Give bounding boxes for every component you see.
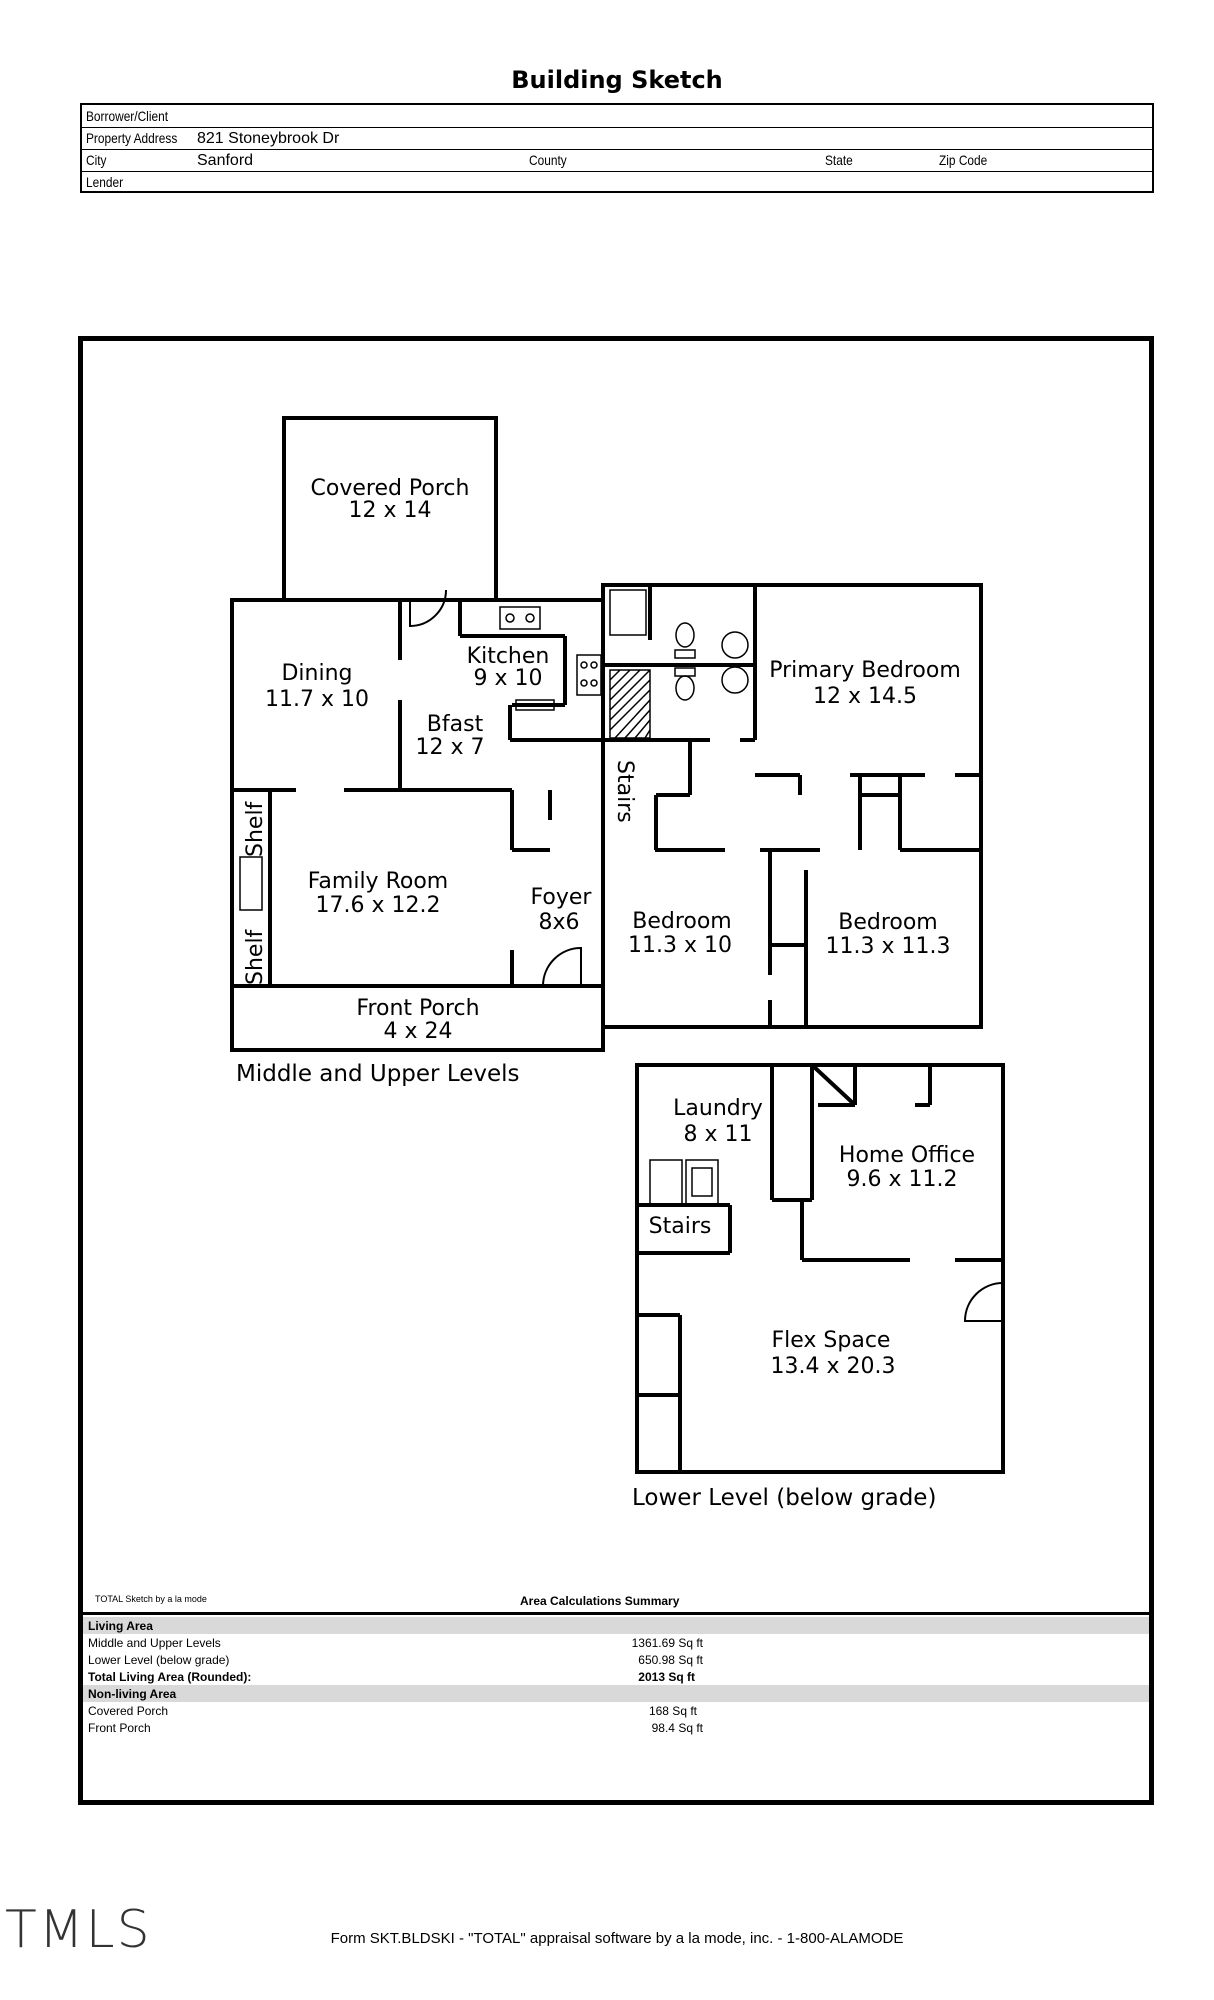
area-row-name: Middle and Upper Levels [88, 1636, 221, 1650]
room-dims-laundry: 8 x 11 [684, 1122, 753, 1147]
room-dims-home-office: 9.6 x 11.2 [847, 1167, 958, 1192]
area-row: Covered Porch 168 Sq ft [83, 1702, 1149, 1719]
room-dims-flex-space: 13.4 x 20.3 [771, 1354, 896, 1379]
address-value: 821 Stoneybrook Dr [197, 130, 340, 147]
area-row: Middle and Upper Levels 1361.69 Sq ft [83, 1634, 1149, 1651]
stairs-lower-label: Stairs [649, 1214, 712, 1239]
county-label: County [529, 152, 567, 168]
area-row-value: 168 Sq ft [648, 1704, 697, 1718]
area-summary-title: Area Calculations Summary [520, 1594, 680, 1608]
room-dims-foyer: 8x6 [538, 910, 579, 935]
lower-level-walls [635, 1063, 1005, 1474]
property-info-table: Borrower/Client Property Address 821 Sto… [80, 103, 1154, 193]
lender-row: Lender [82, 171, 1152, 193]
footer-text: Form SKT.BLDSKI - "TOTAL" appraisal soft… [330, 1930, 904, 1947]
shelf-lower-label: Shelf [243, 928, 268, 985]
stairs-upper-label: Stairs [612, 760, 637, 823]
area-row-value: 650.98 Sq ft [638, 1653, 703, 1667]
floor-plan: Covered Porch 12 x 14 Dining 11.7 x 10 K… [230, 416, 1005, 1511]
area-row-value: 1361.69 Sq ft [631, 1636, 703, 1650]
level-upper-caption: Middle and Upper Levels [236, 1061, 520, 1087]
area-row-name: Front Porch [88, 1721, 151, 1735]
area-row-name: Covered Porch [88, 1704, 169, 1718]
city-value: Sanford [197, 152, 254, 169]
state-label: State [825, 152, 853, 168]
address-row: Property Address 821 Stoneybrook Dr [82, 127, 1152, 150]
room-name-laundry: Laundry [673, 1096, 763, 1121]
zip-label: Zip Code [939, 152, 988, 168]
living-area-label: Living Area [88, 1619, 153, 1633]
total-living-value: 2013 Sq ft [638, 1670, 695, 1684]
room-name-front-porch: Front Porch [356, 996, 479, 1021]
room-dims-family-room: 17.6 x 12.2 [316, 893, 441, 918]
room-dims-bfast: 12 x 7 [416, 735, 485, 760]
room-dims-front-porch: 4 x 24 [384, 1019, 453, 1044]
area-row: Front Porch 98.4 Sq ft [83, 1719, 1149, 1736]
room-name-bedroom-3: Bedroom [838, 910, 938, 935]
front-porch-walls [230, 984, 605, 1052]
upper-east-walls [601, 583, 983, 1029]
room-name-flex-space: Flex Space [772, 1328, 891, 1353]
total-living-row: Total Living Area (Rounded): 2013 Sq ft [83, 1668, 1149, 1685]
city-label: City [86, 152, 107, 168]
room-name-covered-porch: Covered Porch [311, 476, 470, 501]
borrower-row: Borrower/Client [82, 105, 1152, 128]
sketch-frame [78, 336, 1154, 1805]
sketch-credit: TOTAL Sketch by a la mode [95, 1594, 207, 1604]
room-dims-kitchen: 9 x 10 [474, 666, 543, 691]
room-dims-covered-porch: 12 x 14 [349, 498, 432, 523]
nonliving-area-label: Non-living Area [88, 1687, 177, 1701]
shelf-upper-label: Shelf [243, 800, 268, 857]
room-name-bfast: Bfast [427, 712, 484, 737]
room-dims-primary-bedroom: 12 x 14.5 [813, 684, 917, 709]
page-title: Building Sketch [511, 66, 723, 94]
area-row: Lower Level (below grade) 650.98 Sq ft [83, 1651, 1149, 1668]
nonliving-area-header: Non-living Area [83, 1685, 1149, 1702]
room-name-dining: Dining [281, 661, 352, 686]
address-label: Property Address [86, 130, 178, 146]
room-name-bedroom-2: Bedroom [632, 909, 732, 934]
room-name-kitchen: Kitchen [467, 644, 550, 669]
level-lower-caption: Lower Level (below grade) [632, 1485, 936, 1511]
room-dims-bedroom-3: 11.3 x 11.3 [826, 934, 951, 959]
area-row-name: Lower Level (below grade) [88, 1653, 230, 1667]
area-divider [83, 1612, 1149, 1615]
borrower-label: Borrower/Client [86, 108, 169, 124]
room-name-foyer: Foyer [531, 885, 593, 910]
city-row: City Sanford County State Zip Code [82, 149, 1152, 172]
room-name-family-room: Family Room [308, 869, 448, 894]
room-name-primary-bedroom: Primary Bedroom [769, 658, 961, 683]
living-area-header: Living Area [83, 1617, 1149, 1634]
room-dims-bedroom-2: 11.3 x 10 [628, 933, 732, 958]
area-row-value: 98.4 Sq ft [651, 1721, 703, 1735]
room-dims-dining: 11.7 x 10 [265, 687, 369, 712]
room-name-home-office: Home Office [839, 1143, 975, 1168]
lender-label: Lender [86, 174, 124, 190]
mls-logo: TMLS [5, 1900, 152, 1960]
total-living-label: Total Living Area (Rounded): [88, 1670, 252, 1684]
